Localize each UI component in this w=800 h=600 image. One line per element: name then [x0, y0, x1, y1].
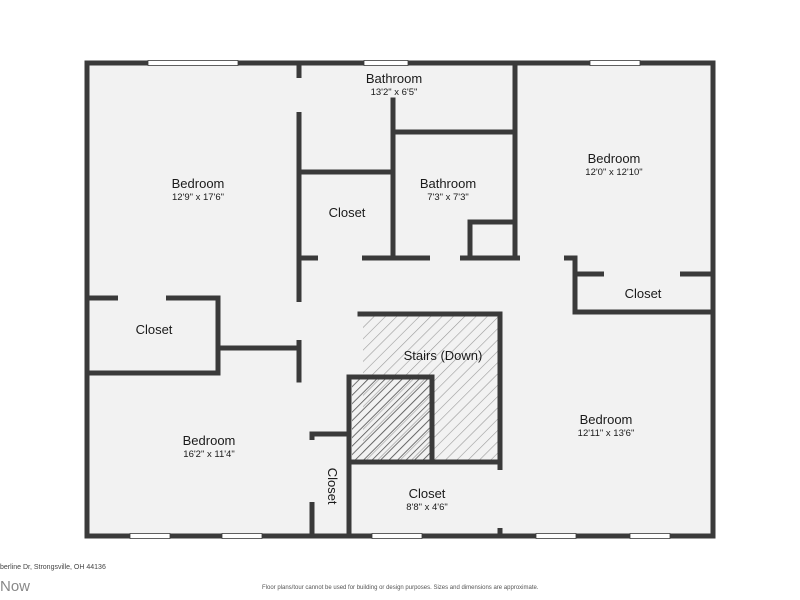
room-label-closet-center: Closet — [317, 205, 377, 221]
room-name: Closet — [328, 205, 366, 220]
door-gap — [118, 295, 166, 301]
room-name: Closet — [325, 467, 341, 505]
room-name: Bedroom — [579, 412, 633, 427]
window — [363, 60, 409, 66]
door-gaps — [118, 78, 680, 528]
room-name: Closet — [408, 486, 446, 501]
room-label-closet-bottom: Closet 8'8" x 4'6" — [377, 486, 477, 514]
room-label-bedroom-se: Bedroom 12'11" x 13'6" — [556, 412, 656, 440]
window — [221, 533, 263, 539]
room-dimensions: 16'2" x 11'4" — [183, 449, 235, 461]
door-gap — [309, 440, 315, 502]
room-label-closet-vertical: Closet — [324, 456, 340, 516]
door-gap — [430, 255, 460, 261]
room-label-bedroom-sw: Bedroom 16'2" x 11'4" — [159, 433, 259, 461]
window — [147, 60, 239, 66]
room-name: Bathroom — [365, 71, 423, 86]
room-name: Bedroom — [182, 433, 236, 448]
room-name: Bedroom — [587, 151, 641, 166]
window — [371, 533, 423, 539]
door-gap — [520, 255, 564, 261]
disclaimer: Floor plans/tour cannot be used for buil… — [262, 585, 539, 591]
room-name: Bathroom — [419, 176, 477, 191]
room-label-bedroom-nw: Bedroom 12'9" x 17'6" — [148, 176, 248, 204]
room-dimensions: 12'11" x 13'6" — [577, 428, 635, 440]
room-name: Bedroom — [171, 176, 225, 191]
door-gap — [296, 302, 302, 340]
window — [629, 533, 671, 539]
room-dimensions: 7'3" x 7'3" — [427, 192, 469, 204]
door-gap — [508, 311, 548, 317]
room-dimensions: 13'2" x 6'5" — [370, 87, 418, 99]
stairs-hatch-dark — [352, 379, 432, 461]
room-label-bedroom-ne: Bedroom 12'0" x 12'10" — [564, 151, 664, 179]
door-gap — [318, 255, 362, 261]
door-gap — [497, 470, 503, 528]
room-label-bathroom-top: Bathroom 13'2" x 6'5" — [344, 71, 444, 99]
door-gap — [296, 78, 302, 112]
window — [589, 60, 641, 66]
windows — [129, 60, 671, 539]
room-dimensions: 12'0" x 12'10" — [585, 167, 643, 179]
room-label-closet-west: Closet — [124, 322, 184, 338]
room-name: Closet — [624, 286, 662, 301]
property-address: berline Dr, Strongsville, OH 44136 — [0, 564, 106, 571]
window — [535, 533, 577, 539]
window — [129, 533, 171, 539]
room-dimensions: 8'8" x 4'6" — [406, 502, 448, 514]
brand-logo-text: Now — [0, 578, 31, 595]
room-name: Stairs (Down) — [403, 348, 483, 363]
room-label-closet-ne: Closet — [613, 286, 673, 302]
room-label-stairs: Stairs (Down) — [393, 348, 493, 364]
room-name: Closet — [135, 322, 173, 337]
room-label-bathroom-mid: Bathroom 7'3" x 7'3" — [398, 176, 498, 204]
door-gap — [604, 271, 680, 277]
room-dimensions: 12'9" x 17'6" — [171, 192, 225, 204]
